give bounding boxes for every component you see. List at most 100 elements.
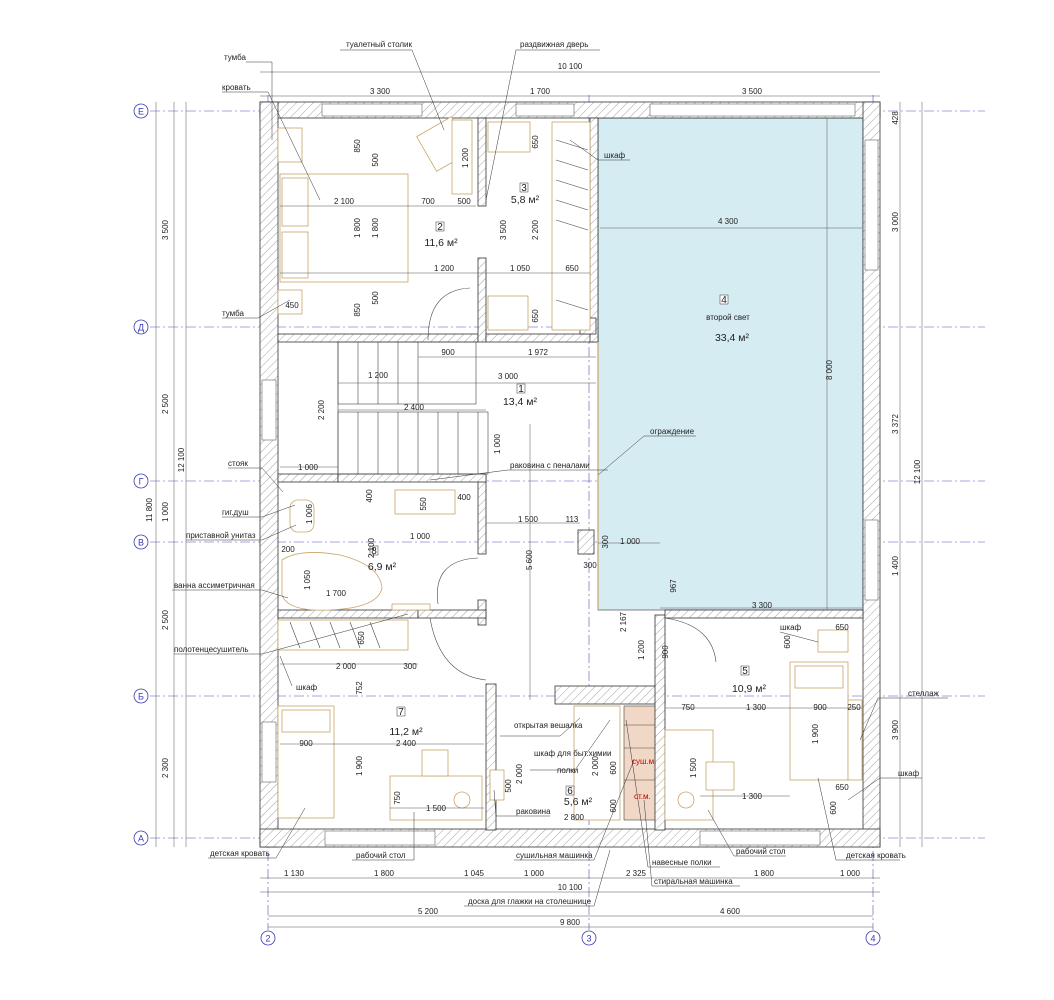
dim-i-1500b: 1 500 — [689, 757, 698, 778]
dim-i-400b: 400 — [457, 493, 471, 502]
label-asym-bath: ванна ассиметричная — [174, 581, 255, 590]
dim-i-2200a: 2 200 — [531, 219, 540, 240]
staircase — [337, 341, 489, 475]
axis-col-2: 2 — [265, 934, 270, 944]
dim-i-1050a: 1 050 — [510, 264, 531, 273]
room-1-area: 13,4 м² — [503, 396, 538, 408]
dim-i-650a: 650 — [531, 135, 540, 149]
furniture — [277, 116, 863, 821]
label-wardrobe-7: шкаф — [296, 683, 318, 692]
dim-i-1500c: 1 500 — [426, 804, 447, 813]
dim-i-1300b: 1 300 — [742, 792, 763, 801]
dim-i-2100b: 2 100 — [367, 537, 376, 558]
label-bed: кровать — [222, 83, 251, 92]
dim-i-850a: 850 — [353, 139, 362, 153]
dim-i-752: 752 — [355, 681, 364, 695]
dim-bot-5: 2 325 — [626, 869, 647, 878]
dim-left-3: 1 000 — [161, 501, 170, 522]
dim-i-1006: 1 006 — [305, 503, 314, 524]
dim-right-4: 1 400 — [891, 555, 900, 576]
dim-i-1000c: 1 000 — [410, 532, 431, 541]
label-wall-toilet: приставной унитаз — [186, 531, 256, 540]
dim-i-2000a: 2 000 — [336, 662, 357, 671]
dim-i-1900a: 1 900 — [355, 755, 364, 776]
label-sink-6: раковина — [516, 807, 551, 816]
dim-i-750b: 750 — [393, 791, 402, 805]
dim-right-5: 3 900 — [891, 719, 900, 740]
dim-left-2: 2 500 — [161, 393, 170, 414]
label-tumba-top: тумба — [224, 53, 246, 62]
room-labels: 1 13,4 м² 2 11,6 м² 3 5,8 м² 4 второй св… — [368, 182, 767, 808]
room-3-area: 5,8 м² — [511, 194, 540, 206]
dim-i-600c: 600 — [609, 799, 618, 813]
dim-i-400a: 400 — [365, 489, 374, 503]
axis-row-v: В — [138, 538, 144, 548]
dim-i-200: 200 — [281, 545, 295, 554]
dim-bot-axes: 9 800 — [560, 918, 581, 927]
dim-i-113: 113 — [566, 515, 579, 524]
dim-i-8000: 8 000 — [825, 359, 834, 380]
label-kids-bed-right: детская кровать — [846, 851, 906, 860]
dim-bot-1: 1 130 — [284, 869, 305, 878]
interior-walls — [277, 117, 864, 831]
dim-i-1972: 1 972 — [528, 348, 549, 357]
label-sink-cabinets: раковина с пеналами — [510, 461, 590, 470]
dim-i-1200c: 1 200 — [368, 371, 389, 380]
label-wardrobe-3: шкаф — [604, 151, 626, 160]
dim-i-600d: 600 — [829, 801, 838, 815]
dim-bot-total: 10 100 — [558, 883, 583, 892]
dim-left-total2: 11 800 — [145, 498, 154, 522]
dim-i-900a: 900 — [441, 348, 455, 357]
dim-right-total: 12 100 — [913, 459, 922, 484]
dim-i-500c: 500 — [371, 291, 380, 305]
label-kids-bed-left: детская кровать — [210, 849, 270, 858]
room-2-number: 2 — [437, 222, 443, 233]
dim-i-2000b: 2 000 — [515, 763, 524, 784]
dim-bot-7: 1 000 — [840, 869, 861, 878]
dim-bot-b: 4 600 — [720, 907, 741, 916]
dim-bot-4: 1 000 — [524, 869, 545, 878]
dim-i-2100: 2 100 — [334, 197, 355, 206]
room-2-area: 11,6 м² — [424, 237, 458, 249]
dim-i-2800: 2 800 — [564, 813, 585, 822]
axis-row-e: Е — [138, 107, 144, 117]
dim-i-1900b: 1 900 — [811, 723, 820, 744]
axis-row-a: А — [138, 834, 144, 844]
dim-i-1300a: 1 300 — [746, 703, 767, 712]
dim-left-1: 3 500 — [161, 219, 170, 240]
label-rack: стеллаж — [908, 689, 940, 698]
room-6-number: 6 — [567, 786, 573, 797]
dim-i-1000b: 1 000 — [298, 463, 319, 472]
dim-top-2: 1 700 — [530, 87, 551, 96]
room-4-name: второй свет — [706, 313, 750, 322]
dim-right-1: 428 — [891, 111, 900, 125]
dim-i-2400a: 2 400 — [404, 403, 425, 412]
dim-left-total: 12 100 — [177, 447, 186, 472]
dim-i-2400b: 2 400 — [396, 739, 417, 748]
dim-i-2000c: 2 000 — [591, 755, 600, 776]
dim-i-650f: 650 — [835, 783, 849, 792]
label-chem-cabinet: шкаф для быт.химии — [534, 749, 611, 758]
axis-row-g: Г — [139, 477, 144, 487]
dim-top-total: 10 100 — [558, 62, 583, 71]
dim-i-650d: 650 — [835, 623, 849, 632]
dim-i-1200d: 1 200 — [637, 639, 646, 660]
dim-i-300b: 300 — [583, 561, 597, 570]
dimension-texts: 10 100 3 300 1 700 3 500 3 500 2 500 1 0… — [145, 62, 922, 927]
dim-i-600a: 600 — [783, 635, 792, 649]
dim-i-4300: 4 300 — [718, 217, 739, 226]
room-7-number: 7 — [398, 707, 404, 718]
dim-i-1500a: 1 500 — [518, 515, 539, 524]
dim-i-1000d: 1 000 — [620, 537, 641, 546]
label-ironing-board: доска для глажки на столешнице — [468, 897, 592, 906]
label-dryer: сушильная машинка — [516, 851, 593, 860]
dim-i-3000: 3 000 — [498, 372, 519, 381]
axis-col-3: 3 — [586, 934, 591, 944]
label-wardrobe-5b: шкаф — [898, 769, 920, 778]
room-8-area: 6,9 м² — [368, 561, 397, 573]
dim-i-1200a: 1 200 — [461, 147, 470, 168]
dim-i-1200b: 1 200 — [434, 264, 455, 273]
dim-i-450: 450 — [285, 301, 299, 310]
label-shelves: полки — [557, 766, 578, 775]
